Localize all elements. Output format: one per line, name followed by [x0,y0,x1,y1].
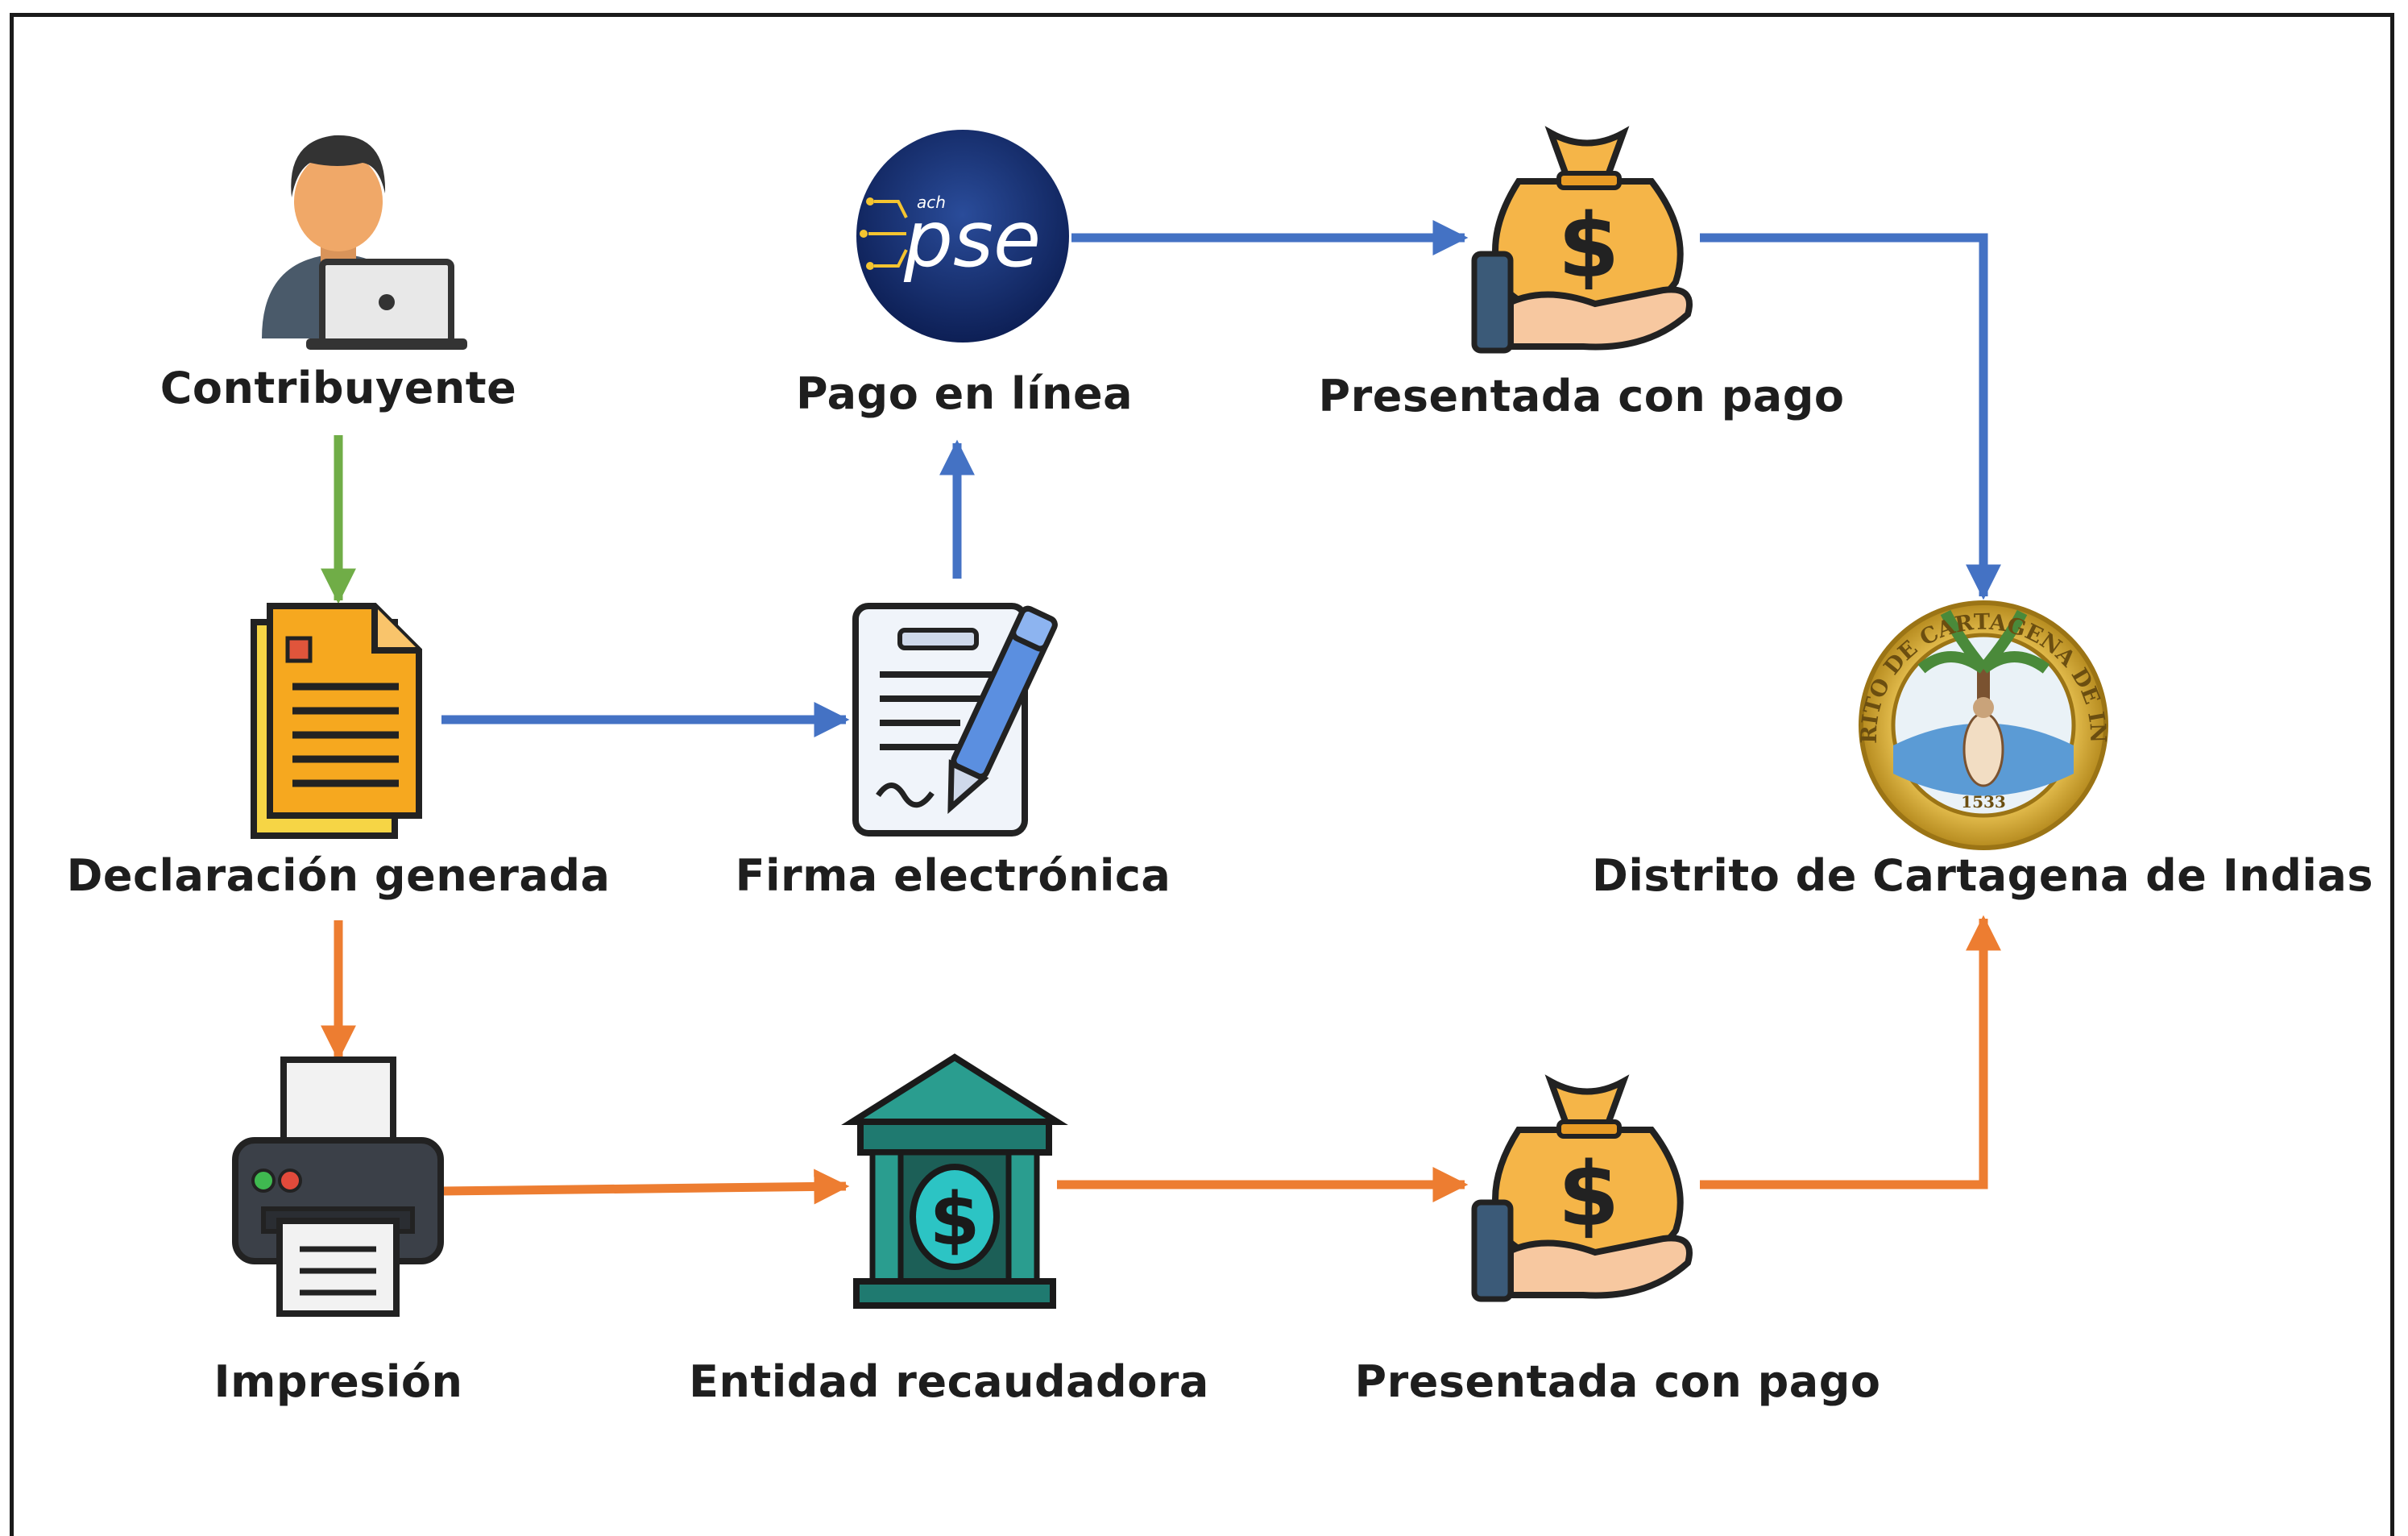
person-laptop-icon [262,135,467,350]
pse-small-text: ach [917,193,946,212]
bank-building-icon: $ [841,1053,1068,1309]
arrow-impresion-to-entidad [441,1169,850,1205]
dollar-sign: $ [1558,1143,1620,1246]
dollar-sign: $ [1558,194,1620,297]
arrow-presentada-top-to-distrito [1700,233,2001,600]
money-bag-hand-icon: $ [1471,1074,1693,1302]
money-bag-hand-icon: $ [1471,126,1693,354]
document-icon [251,603,422,839]
arrows [321,220,2001,1205]
node-label-entidad: Entidad recaudadora [689,1356,1209,1407]
printer-icon [232,1057,444,1317]
node-label-firma: Firma electrónica [735,850,1171,901]
node-label-pago-linea: Pago en línea [795,368,1134,419]
node-label-presentada-top: Presentada con pago [1318,371,1845,421]
node-label-distrito: Distrito de Cartagena de Indias [1592,850,2373,901]
signature-document-icon [852,603,1058,836]
pse-main-text: pse [903,194,1041,284]
arrow-presentada-bottom-to-distrito [1700,915,2001,1189]
seal-year: 1533 [1961,792,2006,812]
node-label-contribuyente: Contribuyente [160,363,517,413]
node-label-declaracion: Declaración generada [66,850,611,901]
bank-dollar-sign: $ [930,1177,980,1262]
diagram-border [10,13,2394,1536]
node-label-impresion: Impresión [213,1356,463,1407]
node-label-presentada-bottom: Presentada con pago [1354,1356,1881,1407]
pse-logo-icon: ach pse [856,130,1069,342]
